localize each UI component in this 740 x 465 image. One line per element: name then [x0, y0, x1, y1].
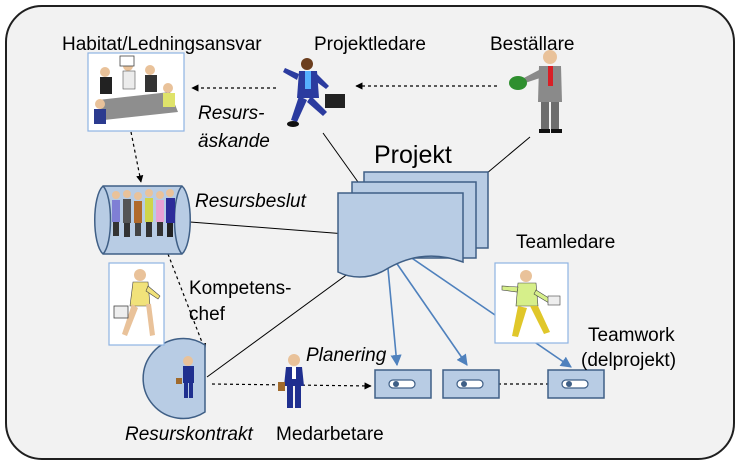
label-resurskontrakt: Resurskontrakt [125, 424, 253, 445]
label-teamwork-2: (delprojekt) [581, 350, 676, 371]
resurskontrakt-shape [142, 337, 206, 420]
task-slot-2 [442, 369, 500, 399]
projekt-doc-front [337, 192, 464, 278]
resursbeslut-shape [94, 185, 191, 255]
task-slot-3 [547, 369, 605, 399]
label-teamledare: Teamledare [516, 232, 615, 253]
label-habitat: Habitat/Ledningsansvar [62, 34, 262, 55]
label-planering: Planering [306, 345, 387, 366]
arrow-projekt-slot1 [386, 257, 402, 367]
walking-woman-icon [108, 262, 165, 346]
businessman-with-money-icon [509, 50, 562, 133]
label-projekt: Projekt [374, 141, 452, 169]
arrow-resursbeslut-to-kontrakt [167, 253, 207, 351]
task-slot-1 [374, 369, 432, 399]
label-resurs-askande-1: Resurs- [198, 103, 265, 124]
label-teamwork-1: Teamwork [588, 325, 675, 346]
running-businessman-icon [283, 58, 345, 127]
label-medarbetare: Medarbetare [276, 424, 384, 445]
label-bestallare: Beställare [490, 34, 575, 55]
arrow-projekt-slot3 [399, 249, 572, 368]
label-resurs-askande-2: äskande [198, 131, 270, 152]
label-projektledare: Projektledare [314, 34, 426, 55]
label-resursbeslut: Resursbeslut [195, 191, 307, 212]
businessman-icon [176, 356, 194, 398]
pointing-team-leader-icon [494, 262, 569, 344]
team-group-icon [112, 189, 175, 237]
projekt-documents [337, 171, 489, 278]
medarbetare-businessman-icon [278, 354, 304, 408]
resursbeslut-scroll [94, 185, 191, 255]
arrow-habitat-to-resursbeslut [130, 131, 144, 183]
labels: Habitat/Ledningsansvar Projektledare Bes… [62, 34, 676, 445]
task-slots [374, 369, 605, 399]
label-kompetens-2: chef [189, 304, 226, 325]
arrow-projekt-slot2 [392, 257, 468, 366]
meeting-clipart-icon [87, 52, 185, 132]
label-kompetens-1: Kompetens- [189, 278, 291, 299]
